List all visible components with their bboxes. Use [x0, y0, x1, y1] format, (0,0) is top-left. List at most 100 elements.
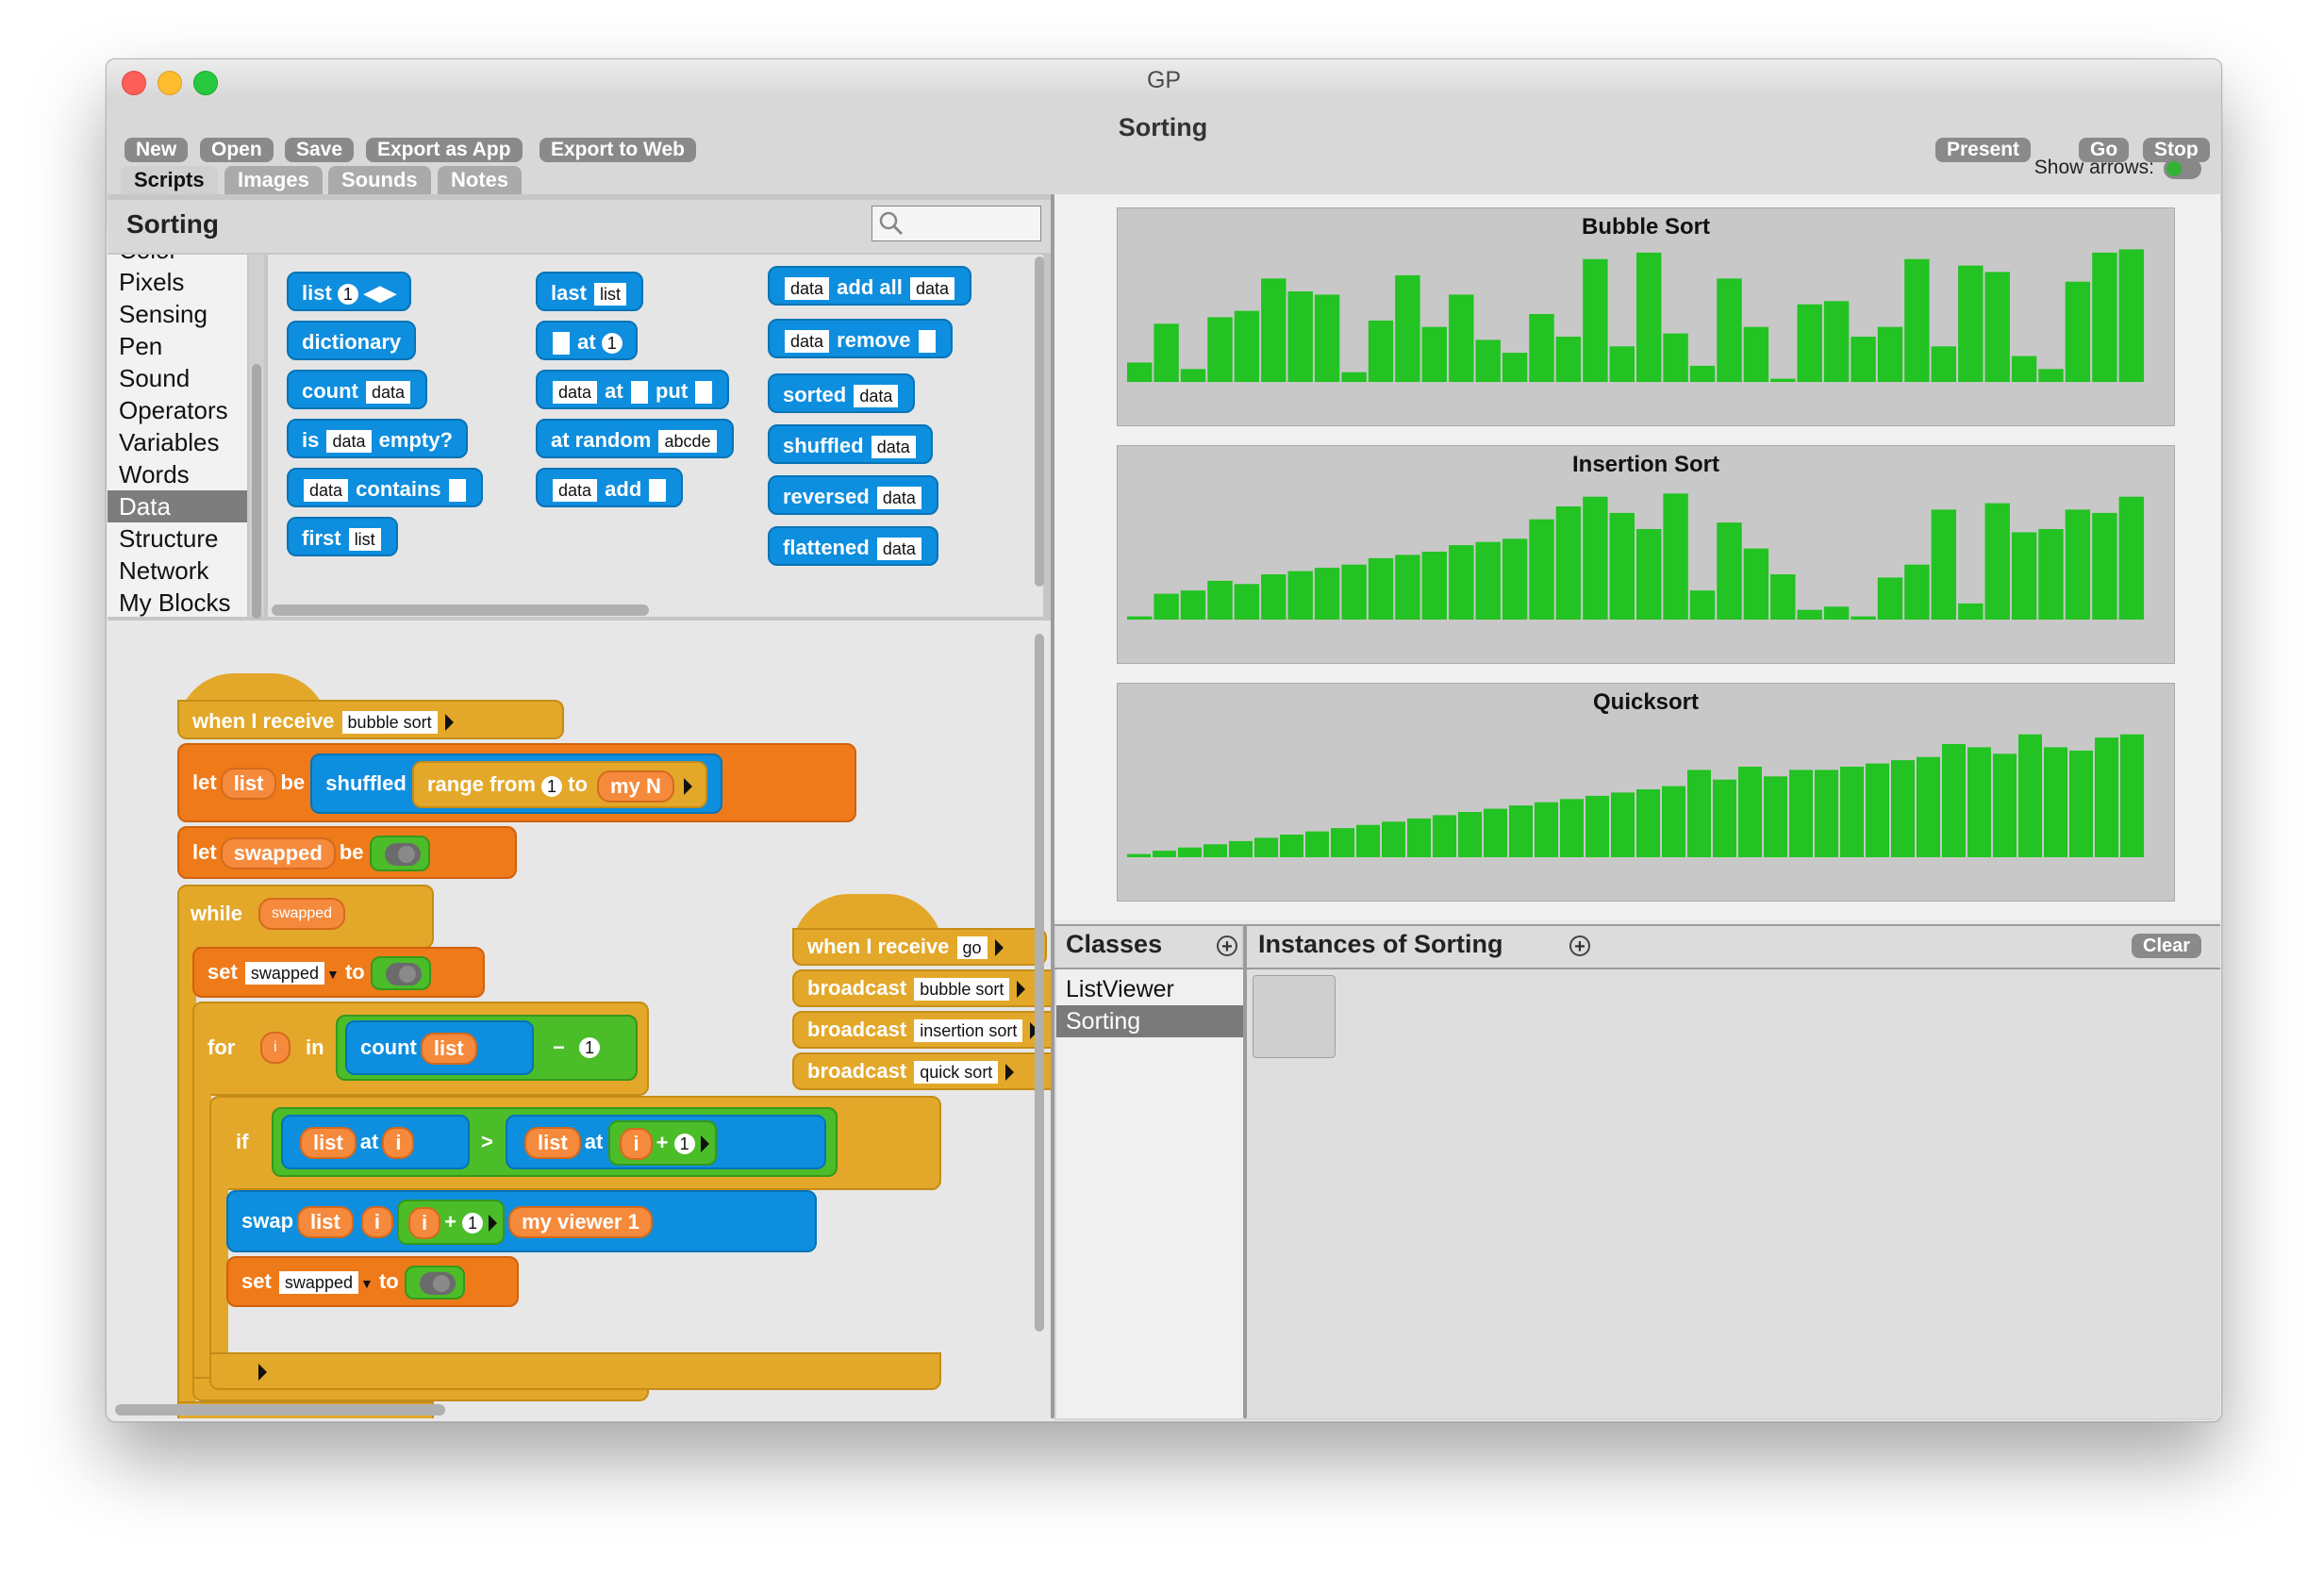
minus-num[interactable]: 1	[579, 1037, 600, 1058]
category-pixels[interactable]: Pixels	[119, 268, 185, 296]
block-add-all[interactable]: data add all data	[768, 266, 972, 306]
new-button[interactable]: New	[124, 138, 189, 162]
block-list[interactable]: list 1 ◀▶	[287, 272, 411, 311]
zoom-window-button[interactable]	[193, 71, 218, 95]
export-as-app-button[interactable]: Export as App	[366, 138, 523, 162]
block-add-arg2[interactable]	[649, 479, 667, 503]
swap-plus-num[interactable]: 1	[462, 1213, 484, 1234]
class-item-sorting[interactable]: Sorting	[1056, 1005, 1243, 1037]
search-input[interactable]	[872, 206, 1041, 241]
block-broadcast-bubble[interactable]: broadcast bubble sort	[792, 969, 1051, 1007]
block-at[interactable]: at 1	[536, 321, 638, 360]
dropdown-arrow-icon[interactable]	[444, 714, 454, 732]
stop-button[interactable]: Stop	[2143, 138, 2210, 162]
chart-quicksort[interactable]: Quicksort	[1117, 683, 2175, 902]
category-sound[interactable]: Sound	[119, 364, 191, 392]
block-broadcast-insertion[interactable]: broadcast insertion sort	[792, 1011, 1051, 1049]
block-at-random[interactable]: at random abcde	[536, 419, 734, 458]
block-flattened[interactable]: flattened data	[768, 526, 938, 566]
block-sorted[interactable]: sorted data	[768, 373, 916, 413]
set-bool-toggle-2[interactable]	[419, 1272, 456, 1296]
present-button[interactable]: Present	[1935, 138, 2032, 162]
set-bool-2[interactable]	[404, 1266, 465, 1300]
block-at-num[interactable]: 1	[601, 333, 622, 355]
msg-bubble-sort[interactable]: bubble sort	[341, 711, 438, 735]
block-i-plus-1[interactable]: i+ 1	[608, 1120, 717, 1167]
if-var-list[interactable]: list	[300, 1127, 357, 1160]
script-horizontal-scrollbar[interactable]	[108, 1401, 1032, 1416]
for-var-i[interactable]: i	[260, 1032, 290, 1064]
tab-images[interactable]: Images	[224, 166, 323, 194]
pane-divider[interactable]	[1051, 194, 1054, 1418]
block-sorted-arg[interactable]: data	[854, 385, 899, 408]
block-put-value[interactable]	[695, 381, 713, 405]
block-broadcast-quick[interactable]: broadcast quick sort	[792, 1052, 1051, 1090]
block-contains-arg2[interactable]	[448, 479, 466, 503]
broadcast-dropdown-1[interactable]	[1017, 981, 1026, 999]
tab-sounds[interactable]: Sounds	[328, 166, 431, 194]
if-var-i[interactable]: i	[382, 1127, 415, 1160]
block-addall-arg[interactable]: data	[785, 277, 830, 301]
category-pen[interactable]: Pen	[119, 332, 163, 360]
block-contains[interactable]: data contains	[287, 468, 483, 507]
category-color[interactable]: Color	[108, 255, 247, 266]
set-bool-toggle[interactable]	[385, 963, 422, 986]
broadcast-msg-insertion[interactable]: insertion sort	[914, 1019, 1023, 1043]
block-put-arg[interactable]: data	[553, 381, 598, 405]
block-shuffled-call[interactable]: shuffled range from 1 to my N	[310, 753, 722, 815]
msg-go[interactable]: go	[956, 936, 988, 960]
block-is-empty[interactable]: is data empty?	[287, 419, 468, 458]
arrows-icon[interactable]: ◀▶	[364, 281, 396, 305]
bool-toggle[interactable]	[384, 843, 421, 867]
expand-arrow-icon[interactable]	[683, 777, 692, 795]
block-add[interactable]: data add	[536, 468, 684, 507]
minimize-window-button[interactable]	[158, 71, 182, 95]
export-to-web-button[interactable]: Export to Web	[540, 138, 696, 162]
block-shuffled[interactable]: shuffled data	[768, 424, 933, 464]
show-arrows-toggle[interactable]	[2164, 158, 2201, 179]
category-words[interactable]: Words	[119, 460, 190, 488]
block-set-swapped-2[interactable]: set swapped▼ to	[226, 1256, 519, 1307]
set-dropdown-icon-2[interactable]: ▼	[359, 1276, 374, 1291]
go-button[interactable]: Go	[2079, 138, 2130, 162]
broadcast-msg-bubble[interactable]: bubble sort	[914, 978, 1010, 1002]
block-list-num[interactable]: 1	[337, 284, 358, 306]
block-at-random-arg[interactable]: abcde	[658, 430, 717, 454]
block-at-put[interactable]: data at put	[536, 370, 730, 409]
category-data[interactable]: Data	[108, 490, 247, 522]
plus-expand-icon[interactable]	[700, 1135, 709, 1153]
category-variables[interactable]: Variables	[119, 428, 220, 456]
broadcast-dropdown-2[interactable]	[1030, 1022, 1039, 1040]
plus-var-i[interactable]: i	[620, 1128, 653, 1161]
block-last-arg[interactable]: list	[594, 283, 627, 306]
block-flattened-arg[interactable]: data	[876, 538, 921, 561]
bool-block[interactable]	[369, 836, 430, 872]
go-dropdown-icon[interactable]	[994, 939, 1004, 957]
block-remove-arg2[interactable]	[918, 330, 936, 354]
add-class-icon[interactable]: +	[1217, 936, 1237, 957]
swap-plus-expand-icon[interactable]	[489, 1215, 498, 1233]
category-structure[interactable]: Structure	[119, 524, 219, 553]
category-operators[interactable]: Operators	[119, 396, 228, 424]
count-var-list[interactable]: list	[420, 1033, 477, 1066]
instance-thumbnail[interactable]	[1253, 975, 1336, 1058]
swap-i-plus-1[interactable]: i+ 1	[396, 1200, 506, 1246]
if-expand-icon[interactable]	[258, 1364, 267, 1381]
set-var-2[interactable]: swapped	[278, 1271, 358, 1295]
category-sensing[interactable]: Sensing	[119, 300, 208, 328]
block-first[interactable]: first list	[287, 517, 398, 556]
block-count[interactable]: count data	[287, 370, 428, 409]
var-list[interactable]: list	[220, 768, 277, 801]
block-count-arg[interactable]: data	[366, 381, 411, 405]
category-scrollbar[interactable]	[249, 255, 264, 619]
block-contains-arg[interactable]: data	[304, 479, 349, 503]
if-var-list-2[interactable]: list	[524, 1127, 581, 1160]
category-my-blocks[interactable]: My Blocks	[119, 588, 231, 617]
category-network[interactable]: Network	[119, 556, 209, 585]
